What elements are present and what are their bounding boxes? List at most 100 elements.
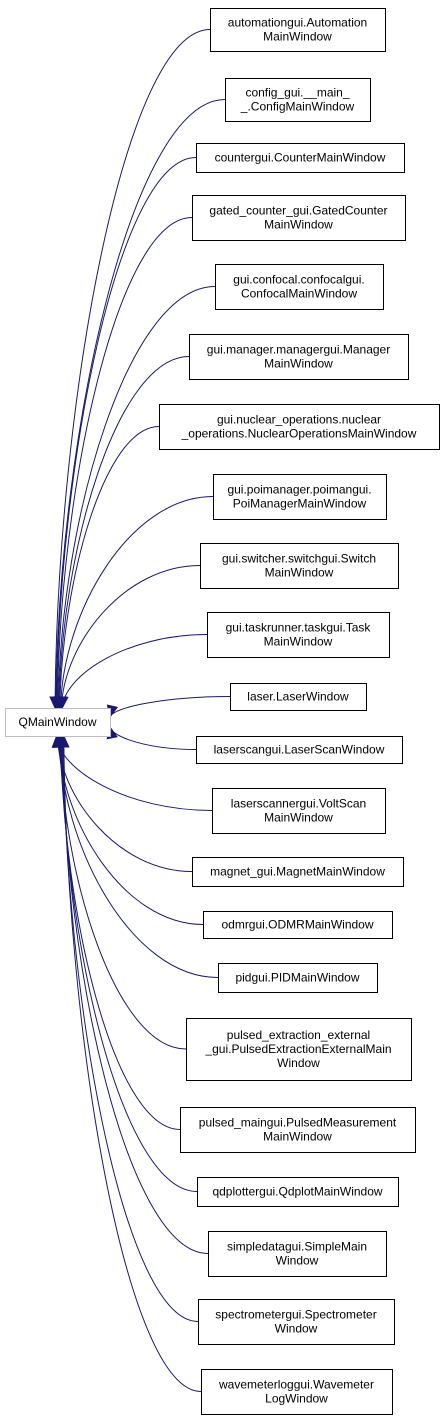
nodes: automationgui.AutomationMainWindowconfig… — [5, 8, 440, 1415]
node-nuclear_operations-label-line-1: gui.nuclear_operations.nuclear — [217, 413, 381, 427]
edge-laser — [109, 696, 231, 718]
node-pulsed_maingui-label-line-1: pulsed_maingui.PulsedMeasurement — [199, 1116, 397, 1130]
arrowhead-taskgui — [57, 696, 69, 710]
node-magnet_gui[interactable]: magnet_gui.MagnetMainWindow — [192, 857, 404, 887]
node-managergui-label-line-2: MainWindow — [264, 357, 333, 371]
node-automationgui-label-line-2: MainWindow — [263, 30, 332, 44]
node-laser-box — [230, 683, 367, 711]
node-poimangui-box — [213, 474, 387, 520]
node-gated_counter_gui-label-line-1: gated_counter_gui.GatedCounter — [209, 204, 387, 218]
node-simpledatagui-label-line-2: Window — [276, 1254, 319, 1268]
node-nuclear_operations[interactable]: gui.nuclear_operations.nuclear_operation… — [159, 404, 440, 450]
node-pidgui[interactable]: pidgui.PIDMainWindow — [218, 963, 378, 993]
node-laserscangui[interactable]: laserscangui.LaserScanWindow — [196, 736, 403, 764]
node-automationgui-label-line-1: automationgui.Automation — [228, 16, 367, 30]
node-poimangui-label-line-2: PoiManagerMainWindow — [233, 497, 367, 511]
node-automationgui-box — [210, 8, 386, 52]
edge-pulsed_extraction_external_gui — [59, 735, 187, 1050]
node-qdplottergui-label-line-1: qdplottergui.QdplotMainWindow — [212, 1185, 382, 1199]
node-confocalgui[interactable]: gui.confocal.confocalgui.ConfocalMainWin… — [215, 264, 384, 310]
edge-simpledatagui — [61, 735, 209, 1254]
node-wavemeterloggui-label-line-1: wavemeterloggui.Wavemeter — [218, 1378, 374, 1392]
node-taskgui-box — [207, 612, 390, 658]
node-switchgui-label-line-2: MainWindow — [265, 566, 334, 580]
edge-countergui — [56, 157, 197, 709]
node-countergui[interactable]: countergui.CounterMainWindow — [196, 143, 405, 173]
edge-odmrgui — [57, 735, 204, 925]
node-pidgui-label-line-1: pidgui.PIDMainWindow — [235, 971, 359, 985]
arrowhead-wavemeterloggui — [58, 734, 70, 748]
node-qmainwindow-label-line-1: QMainWindow — [18, 715, 96, 729]
node-qdplottergui[interactable]: qdplottergui.QdplotMainWindow — [197, 1177, 399, 1207]
node-switchgui-box — [200, 543, 399, 589]
node-simpledatagui-box — [208, 1231, 387, 1277]
node-laserscannergui-label-line-1: laserscannergui.VoltScan — [231, 797, 366, 811]
node-nuclear_operations-label-line-2: _operations.NuclearOperationsMainWindow — [181, 427, 417, 441]
node-config_gui-label-line-2: _.ConfigMainWindow — [240, 100, 355, 114]
edge-switchgui — [60, 565, 201, 709]
edge-confocalgui — [57, 286, 216, 709]
node-magnet_gui-box — [192, 857, 404, 887]
node-confocalgui-box — [215, 264, 384, 310]
node-simpledatagui-label-line-1: simpledatagui.SimpleMain — [227, 1240, 367, 1254]
node-gated_counter_gui-label-line-2: MainWindow — [264, 218, 333, 232]
edge-poimangui — [60, 496, 214, 709]
node-managergui-label-line-1: gui.manager.managergui.Manager — [207, 343, 390, 357]
node-gated_counter_gui-box — [192, 195, 406, 241]
node-poimangui-label-line-1: gui.poimanager.poimangui. — [227, 483, 371, 497]
node-pulsed_extraction_external_gui-box — [186, 1018, 412, 1081]
node-managergui[interactable]: gui.manager.managergui.ManagerMainWindow — [189, 334, 409, 380]
edge-config_gui — [55, 99, 226, 709]
node-switchgui-label-line-1: gui.switcher.switchgui.Switch — [222, 552, 376, 566]
node-odmrgui[interactable]: odmrgui.ODMRMainWindow — [203, 911, 393, 939]
node-laserscannergui-label-line-2: MainWindow — [264, 811, 333, 825]
node-confocalgui-label-line-1: gui.confocal.confocalgui. — [233, 273, 364, 287]
node-odmrgui-label-line-1: odmrgui.ODMRMainWindow — [221, 918, 373, 932]
node-qmainwindow-box — [5, 708, 111, 737]
edge-laserscangui — [109, 726, 197, 750]
node-qmainwindow[interactable]: QMainWindow — [5, 708, 111, 737]
node-laserscangui-label-line-1: laserscangui.LaserScanWindow — [214, 743, 385, 757]
node-config_gui[interactable]: config_gui.__main__.ConfigMainWindow — [225, 78, 371, 122]
node-magnet_gui-label-line-1: magnet_gui.MagnetMainWindow — [210, 865, 385, 879]
edge-taskgui — [61, 634, 208, 709]
node-config_gui-box — [225, 78, 371, 122]
node-confocalgui-label-line-2: ConfocalMainWindow — [241, 287, 357, 301]
node-laser[interactable]: laser.LaserWindow — [230, 683, 367, 711]
node-laser-label-line-1: laser.LaserWindow — [247, 690, 349, 704]
edges — [49, 29, 231, 1392]
edge-gated_counter_gui — [56, 217, 193, 709]
node-spectrometergui-label-line-2: Window — [275, 1322, 318, 1336]
node-wavemeterloggui-label-line-2: LogWindow — [265, 1392, 328, 1406]
node-laserscannergui-box — [212, 788, 386, 834]
node-pulsed_extraction_external_gui-label-line-2: _gui.PulsedExtractionExternalMain — [204, 1042, 391, 1056]
node-wavemeterloggui-box — [201, 1369, 393, 1415]
node-pidgui-box — [218, 963, 378, 993]
edge-managergui — [58, 356, 190, 709]
edge-wavemeterloggui — [63, 735, 202, 1392]
node-pulsed_maingui-label-line-2: MainWindow — [263, 1130, 332, 1144]
edge-automationgui — [54, 29, 211, 709]
edge-magnet_gui — [56, 735, 193, 872]
node-laserscangui-box — [196, 736, 403, 764]
node-config_gui-label-line-1: config_gui.__main_ — [245, 86, 349, 100]
node-taskgui-label-line-2: MainWindow — [264, 635, 333, 649]
node-nuclear_operations-box — [159, 404, 440, 450]
node-pulsed_extraction_external_gui-label-line-3: Window — [277, 1056, 320, 1070]
node-countergui-box — [196, 143, 405, 173]
edge-nuclear_operations — [59, 426, 160, 709]
node-qdplottergui-box — [197, 1177, 399, 1207]
node-spectrometergui-box — [198, 1299, 395, 1345]
node-pulsed_maingui[interactable]: pulsed_maingui.PulsedMeasurementMainWind… — [180, 1107, 416, 1153]
node-pulsed_extraction_external_gui[interactable]: pulsed_extraction_external_gui.PulsedExt… — [186, 1018, 412, 1081]
node-poimangui[interactable]: gui.poimanager.poimangui.PoiManagerMainW… — [213, 474, 387, 520]
